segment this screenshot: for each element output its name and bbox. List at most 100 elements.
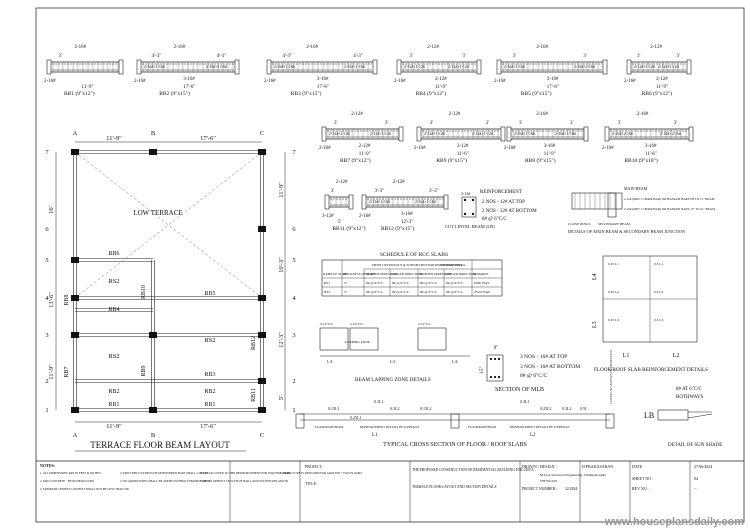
column xyxy=(149,149,157,155)
beam-top-bars: 2-16# xyxy=(306,45,318,50)
schedule-cell: 8# @ 6"C/C xyxy=(392,290,410,294)
dim-right-2: 10'-3" xyxy=(278,257,285,273)
grid-label-bottom: B xyxy=(151,432,156,439)
grid-label-right: 6 xyxy=(292,226,296,233)
beam-length: 11'-9" xyxy=(544,152,556,157)
beam-length: 17'-6" xyxy=(547,85,559,90)
grid-label-left: 2 xyxy=(45,378,48,385)
beam-label: RB1 xyxy=(108,402,119,408)
beam-label: RB7 xyxy=(64,366,70,377)
rebar-dot xyxy=(493,357,497,361)
beam-label: RB12 xyxy=(251,336,257,350)
junction-caption: DETAILS OF MAIN BEAM & SECONDARY BEAM JU… xyxy=(568,229,685,234)
cross-beam xyxy=(450,413,460,429)
support-right xyxy=(372,59,378,75)
slab-l2: L2 xyxy=(673,353,680,359)
plan-title: TERRACE FLOOR BEAM LAYOUT xyxy=(90,440,230,450)
beam-detail-rb12: 2-12#3'-3"3'-3"2-12#+1-16#2-12#+1-16#2-1… xyxy=(359,180,449,232)
beam-extra-bars: 2-12#+1-12# xyxy=(658,64,679,69)
tb-project: THE PROPOSED CONSTRUCTION OF RESIDENTIAL… xyxy=(412,468,535,472)
lapping-zone: LAPPING ZONE xyxy=(345,340,370,344)
beam-top-bars: 2-16# xyxy=(536,45,548,50)
schedule-header: SHORTER DIRECTION xyxy=(365,272,398,276)
column xyxy=(258,295,266,301)
cross-label: 0.15L2 xyxy=(420,406,431,411)
junction-note2: 2-16# (MIN 1 CHAIR BAR) OR HANGER BARS 1… xyxy=(624,207,715,211)
lapping-beam-2 xyxy=(417,327,447,351)
shade-line1: 8# AT 6"C/C xyxy=(676,387,703,392)
junction-beam xyxy=(571,192,623,210)
schedule-header: THICKNESS OF SLAB xyxy=(343,272,374,276)
beam-label: RB4 xyxy=(108,307,119,313)
slab-l4: L4 xyxy=(592,273,598,280)
beam-extra-bars: 2-16#+1-16# xyxy=(144,64,165,69)
beam-extra-bars: 2-16#+1-16# xyxy=(206,64,227,69)
slab-tag: 0.25 L3 xyxy=(608,318,619,322)
lintel-caption: CUT LINTEL BEAM (LB) xyxy=(445,224,495,229)
cross-label: 0.25L1 xyxy=(350,415,361,420)
note-item: 5. NO ADMIXTURES SHALL BE ADDED WITHOUT … xyxy=(120,479,211,483)
beam-extra-bars: 2-12#+1-12# xyxy=(329,131,350,136)
beam-length: 11'-6" xyxy=(645,152,657,157)
low-terrace-diagonal xyxy=(74,151,263,299)
grid-label-left: 7 xyxy=(45,149,49,156)
schedule-cell: 8# @ 6"C/C xyxy=(392,281,410,285)
beam-bottom-bars: 2-16# xyxy=(319,146,331,151)
beam-name: RB9 (9"x15") xyxy=(436,157,467,164)
beam-lap-length: 3' xyxy=(430,121,434,126)
shade-projection xyxy=(687,413,713,419)
beam-label: RB2 xyxy=(204,389,215,395)
beam-bottom-bars: 2-16# xyxy=(264,79,276,84)
slab-tag: 0.3 L1 xyxy=(654,262,663,266)
beam-lap-length: 3' xyxy=(618,121,622,126)
beam-mid-bars: 3-12# xyxy=(457,144,469,149)
dim-left-3: 11'-9" xyxy=(48,364,55,380)
beam-lap-length: 3' xyxy=(486,121,490,126)
cross-note: FLOOR/ROOF BEAM xyxy=(315,425,343,429)
beam-lap-length: 3' xyxy=(462,54,466,59)
beam-lap-length: 3' xyxy=(674,121,678,126)
beam-lap-length: 3' xyxy=(512,54,516,59)
tb-date-label: DATE xyxy=(632,464,643,469)
beam-extra-bars: 2-12#+1-12# xyxy=(448,64,469,69)
beam-lap-length: 3' xyxy=(331,189,335,194)
beam-lap-length: 3' xyxy=(676,54,680,59)
lintel-line2: 2 NOS - 12# AT BOTTOM xyxy=(482,209,537,214)
lapping-tag: 2-12"C/C xyxy=(418,322,432,326)
lapping-caption: BEAM LAPPING ZONE DETAILS xyxy=(355,377,431,383)
beam-detail-rb3: 2-16#4'-3"4'-3"2-16#+1-16#2-16#+1-16#2-1… xyxy=(264,45,378,97)
beam-top-bars: 2-12# xyxy=(650,45,662,50)
beam-top-bars: 2-12# xyxy=(393,180,405,185)
tb-project-no-label: PROJECT NUMBER : xyxy=(522,487,557,491)
note-item: 1. ALL DIMENSIONS ARE IN FEET & INCHES. xyxy=(40,471,102,475)
column xyxy=(149,332,157,338)
tb-drawn-label: DRAWN / DESIGN : xyxy=(522,464,557,469)
lapping-beam-0 xyxy=(319,327,349,351)
note-item: 2. M20 CONCRETE - FE500 DESIGN MIX xyxy=(40,479,95,483)
beam-top-bars: 2-16# xyxy=(174,45,186,50)
column xyxy=(258,378,266,384)
cross-note: FLOOR/ROOF BEAM xyxy=(468,425,496,429)
beam-lap-length: 3' xyxy=(409,54,413,59)
beam-label: RB10 xyxy=(141,285,147,299)
beam-label: RB5 xyxy=(204,291,215,297)
rebar-dot xyxy=(463,212,467,216)
beam-length: 17'-6" xyxy=(183,85,195,90)
mlb-width: 9" xyxy=(494,346,499,351)
cross-label: 0.15L1 xyxy=(328,406,339,411)
junction-note1: 2-12# (MIN 1 CHAIR BAR) OR HANGER BARS U… xyxy=(624,197,715,201)
column xyxy=(71,407,79,413)
beam-bottom-bars: 2-16# xyxy=(44,79,56,84)
support-left xyxy=(496,59,502,75)
beam-mid-bars: 2-12# xyxy=(359,144,371,149)
grid-label-left: 6 xyxy=(45,226,49,233)
beam-extra-bars: 2-16#+1-16# xyxy=(555,131,576,136)
beam-lap-length: 3' xyxy=(58,54,62,59)
tb-phone: 9787501109 xyxy=(540,479,557,483)
cross-beam xyxy=(295,413,305,429)
watermark: www.houseplansdaily.com xyxy=(604,516,744,528)
tb-title: TERRACE FLOOR LAYOUT AND SECTION DETAILS xyxy=(412,485,496,489)
